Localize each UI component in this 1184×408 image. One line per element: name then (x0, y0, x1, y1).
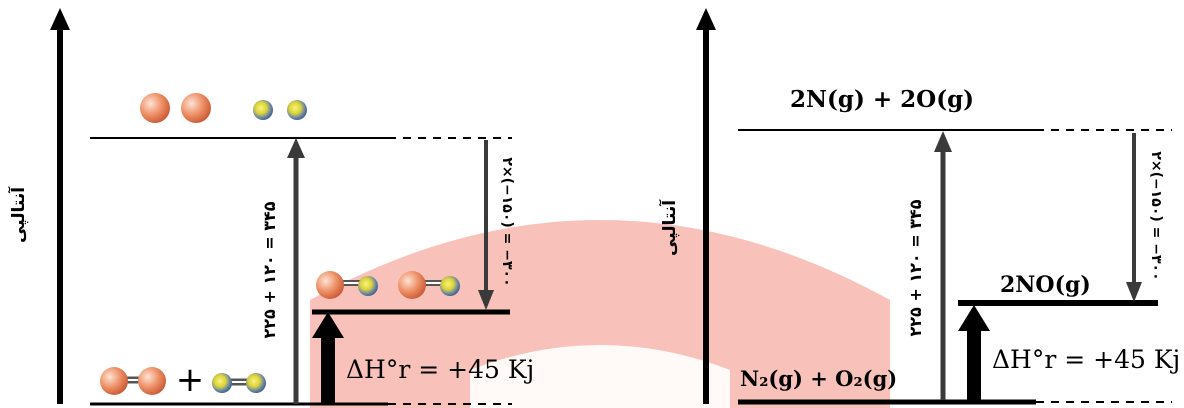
plus-sign: + (176, 360, 205, 400)
watermark-inner (470, 345, 730, 408)
n2-molecule (212, 373, 266, 393)
right-y-axis-label: آنتالپی (658, 199, 680, 256)
right-y-axis-arrowhead (696, 8, 716, 30)
watermark-shape (310, 220, 890, 408)
left-delta-h: ΔH°r = +45 Kj (346, 355, 534, 384)
right-bottom-level-label: N₂(g) + O₂(g) (740, 366, 897, 391)
left-dh-arrowhead (312, 312, 344, 338)
left-y-axis-arrowhead (50, 8, 70, 30)
right-top-level-label: 2N(g) + 2O(g) (790, 86, 974, 113)
no-molecule (316, 271, 378, 299)
left-diagram: + آنتالپی ۲۲۵ + ۱۲۰ = ۳۴۵ ۲×(−۱۵۰) = −۳۰… (7, 8, 534, 406)
right-middle-level-label: 2NO(g) (1000, 272, 1091, 298)
o2-molecule (100, 367, 166, 395)
oxygen-atom (140, 93, 170, 123)
right-down-arrow-label: ۲×(−۱۵۰) = −۳۰۰ (1148, 151, 1164, 280)
no-molecule (398, 271, 460, 299)
nitrogen-atom (253, 100, 273, 120)
oxygen-atom (181, 93, 211, 123)
right-diagram: آنتالپی ۲۲۵ + ۱۲۰ = ۳۴۵ ۲×(−۱۵۰) = −۳۰۰ … (658, 8, 1180, 405)
right-up-arrowhead (934, 131, 952, 152)
right-delta-h: ΔH°r = +45 Kj (992, 345, 1180, 374)
left-up-arrow-label: ۲۲۵ + ۱۲۰ = ۳۴۵ (260, 201, 279, 338)
left-down-arrowhead (478, 290, 494, 310)
right-down-arrowhead (1126, 282, 1142, 302)
nitrogen-atom (287, 100, 307, 120)
left-y-axis-label: آنتالپی (7, 186, 29, 243)
left-down-arrow-label: ۲×(−۱۵۰) = −۳۰۰ (499, 157, 515, 286)
right-dh-arrowhead (958, 305, 990, 331)
left-up-arrowhead (287, 138, 305, 158)
right-up-arrow-label: ۲۲۵ + ۱۲۰ = ۳۴۵ (906, 199, 925, 336)
